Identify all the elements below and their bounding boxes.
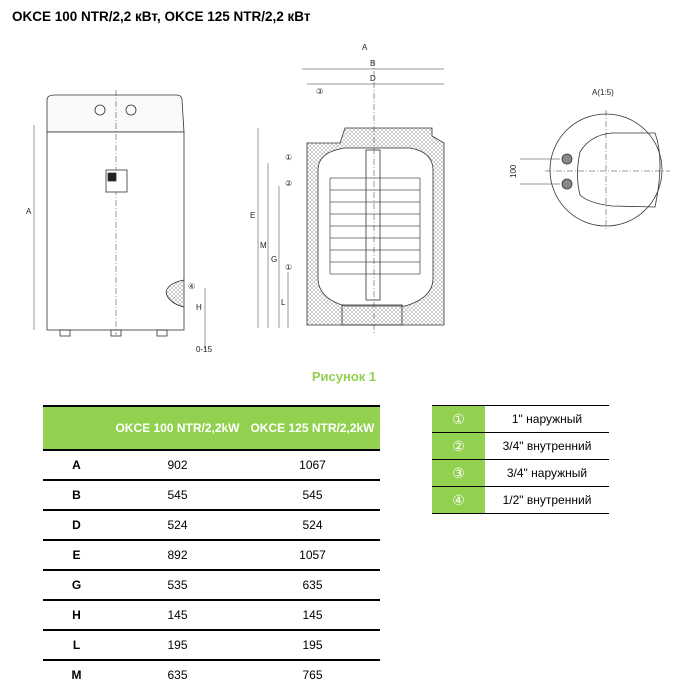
document-title: OKCE 100 NTR/2,2 кВт, OKCE 125 NTR/2,2 к…: [12, 9, 311, 24]
marker-2: ②: [285, 179, 292, 188]
dimension-key: H: [43, 600, 110, 631]
dim-label-g: G: [271, 255, 277, 264]
connection-type: 3/4" наружный: [485, 459, 609, 487]
dim-label-e: E: [250, 211, 255, 220]
value-okce-100: 545: [110, 480, 245, 511]
dim-label-b: B: [370, 59, 375, 68]
heater-front-view: [33, 90, 206, 350]
dim-label-a: A: [26, 207, 32, 216]
dim-label-h: H: [196, 303, 202, 312]
value-okce-125: 145: [245, 600, 380, 631]
dimension-key: B: [43, 480, 110, 511]
value-okce-100: 195: [110, 630, 245, 661]
value-okce-125: 545: [245, 480, 380, 511]
value-okce-100: 524: [110, 510, 245, 541]
marker-1-top: ①: [285, 153, 292, 162]
dimension-key: A: [43, 450, 110, 481]
connection-marker: ③: [432, 459, 485, 487]
dim-label-l: L: [281, 298, 286, 307]
value-okce-100: 145: [110, 600, 245, 631]
connection-type: 3/4" внутренний: [485, 432, 609, 460]
dimension-key: E: [43, 540, 110, 571]
scale-label: A(1:5): [592, 88, 614, 97]
value-okce-100: 902: [110, 450, 245, 481]
connection-marker: ②: [432, 432, 485, 460]
figure-caption: Рисунок 1: [311, 369, 377, 384]
dimension-key: L: [43, 630, 110, 661]
header-okce-125: OKCE 125 NTR/2,2kW: [245, 405, 380, 451]
connection-type: 1/2" внутренний: [485, 486, 609, 514]
value-okce-125: 524: [245, 510, 380, 541]
value-okce-125: 195: [245, 630, 380, 661]
value-okce-125: 765: [245, 660, 380, 681]
value-okce-100: 635: [110, 660, 245, 681]
heater-section-view: [257, 60, 445, 335]
value-okce-125: 1067: [245, 450, 380, 481]
connection-marker: ④: [432, 486, 485, 514]
dim-label-floor: 0-15: [196, 345, 213, 354]
table-header-row: OKCE 100 NTR/2,2kW OKCE 125 NTR/2,2kW: [43, 405, 380, 451]
header-okce-100: OKCE 100 NTR/2,2kW: [110, 405, 245, 451]
connection-type: 1" наружный: [485, 405, 609, 433]
spacing-label: 100: [509, 164, 518, 178]
dim-label-m: M: [260, 241, 267, 250]
dimension-key: G: [43, 570, 110, 601]
value-okce-125: 1057: [245, 540, 380, 571]
marker-3: ③: [316, 87, 323, 96]
value-okce-100: 892: [110, 540, 245, 571]
technical-drawing: A H 0-15 ④ A B D E M G L ③: [26, 43, 670, 354]
marker-4: ④: [188, 282, 195, 291]
header-blank: [43, 405, 110, 451]
dimension-key: D: [43, 510, 110, 541]
connection-marker: ①: [432, 405, 485, 433]
dimension-key: M: [43, 660, 110, 681]
value-okce-125: 635: [245, 570, 380, 601]
view-label-a: A: [362, 43, 368, 52]
dim-label-d: D: [370, 74, 376, 83]
heater-top-view: [520, 110, 670, 230]
marker-1-bottom: ①: [285, 263, 292, 272]
value-okce-100: 535: [110, 570, 245, 601]
